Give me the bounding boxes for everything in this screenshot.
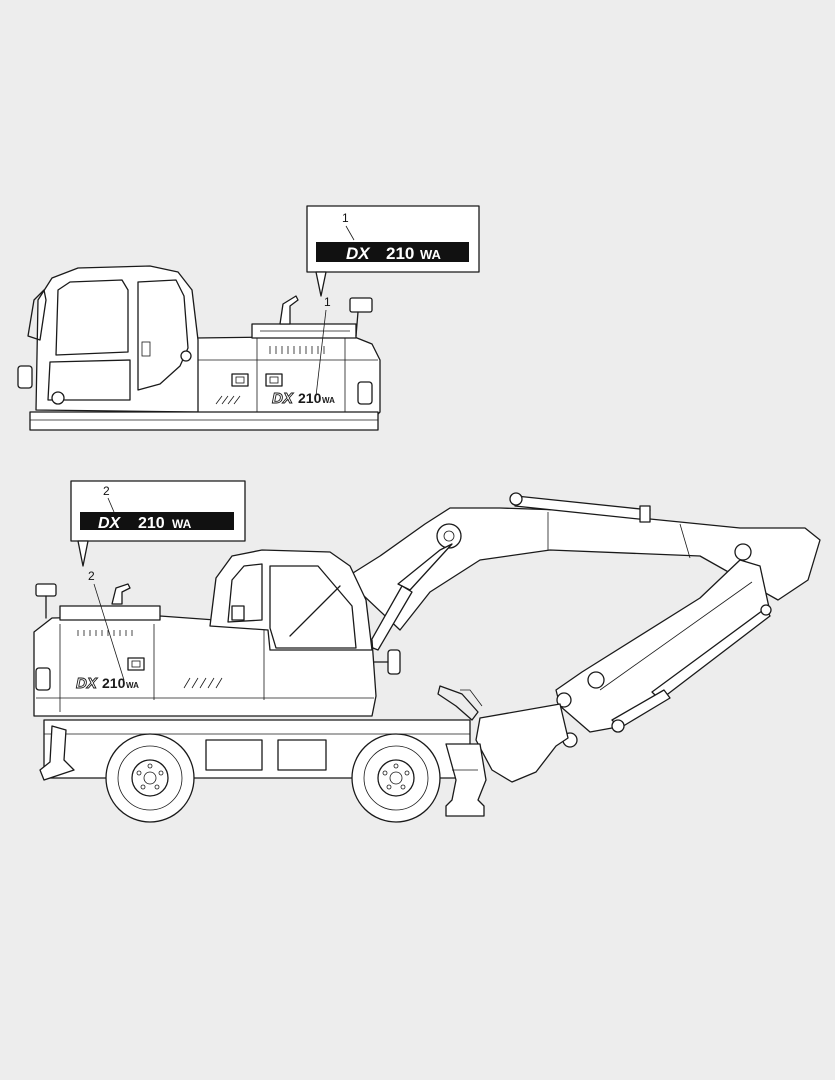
side-decal-lower: DX 210 WA [76, 675, 140, 693]
callout-1-number: 1 [342, 211, 349, 225]
svg-text:DX: DX [346, 244, 371, 263]
svg-text:WA: WA [126, 681, 139, 690]
callout-2: 2 DX 210 WA 2 [70, 480, 246, 681]
callout-2-decal [80, 512, 234, 530]
callout-1-decal [316, 242, 469, 262]
hood-grille-vents [269, 346, 325, 354]
svg-text:210: 210 [102, 675, 126, 691]
svg-text:2: 2 [88, 569, 95, 583]
svg-text:DX: DX [272, 390, 294, 407]
boom [344, 507, 821, 631]
boom-arm-pin [734, 543, 752, 561]
rear-wheel [351, 733, 441, 823]
svg-text:WA: WA [420, 247, 442, 262]
upper-structure-view: DX 210 WA [17, 265, 381, 431]
hood-latch-left [231, 373, 249, 387]
operator-cab [35, 265, 199, 413]
hood-latch-right [265, 373, 283, 387]
side-decal-upper: DX 210 WA [272, 390, 336, 408]
house-grille-vents [77, 630, 133, 636]
svg-text:DX: DX [98, 515, 122, 532]
svg-text:WA: WA [322, 396, 335, 405]
lower-operator-cab [209, 549, 373, 651]
boom-foot-pin [436, 523, 462, 549]
svg-text:DX: DX [76, 675, 98, 692]
svg-text:1: 1 [324, 295, 331, 309]
callout-1: 1 DX 210 WA 1 [306, 205, 480, 397]
svg-text:210: 210 [298, 390, 322, 406]
boom-cylinder [397, 543, 453, 591]
callout-2-number: 2 [103, 484, 110, 498]
arm [555, 559, 771, 733]
svg-text:210: 210 [138, 515, 165, 532]
wheeled-excavator-view: DX 210 WA [33, 492, 821, 823]
dozer-blade [39, 725, 75, 781]
outrigger [445, 743, 487, 817]
svg-text:WA: WA [172, 517, 192, 531]
svg-text:210: 210 [386, 244, 414, 263]
front-wheel [105, 733, 195, 823]
callout-2-box [70, 480, 246, 542]
bucket [475, 703, 569, 783]
